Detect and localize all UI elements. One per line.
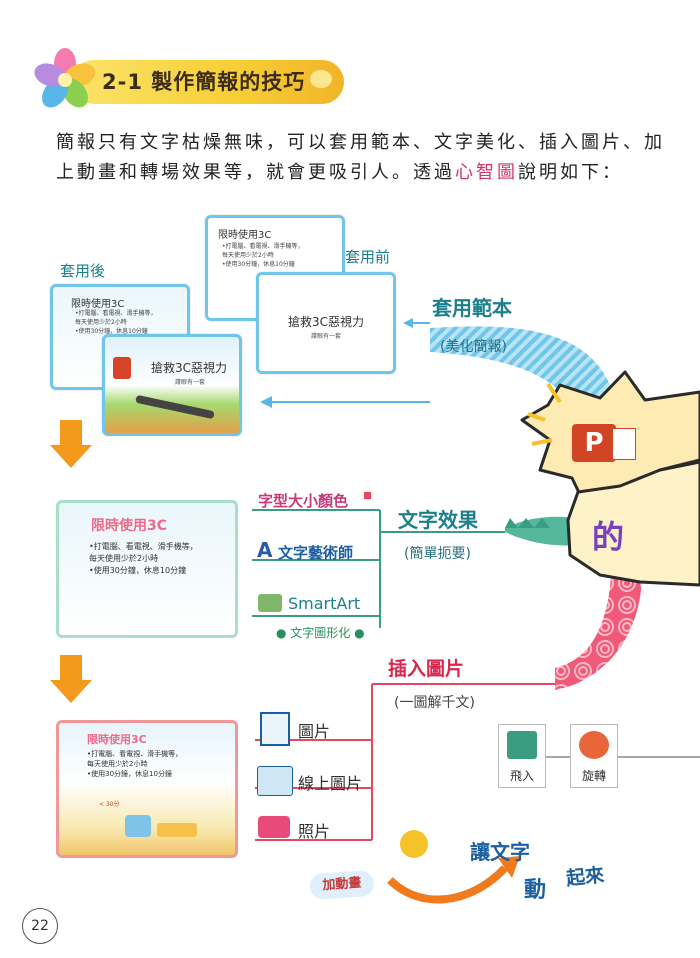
- smartart-icon: [258, 594, 282, 612]
- after-label: 套用後: [60, 262, 106, 280]
- picture-branch-title: 插入圖片: [388, 658, 465, 680]
- center-character: 的: [592, 518, 625, 556]
- picture-branch-note: (一圖解千文): [394, 695, 475, 711]
- slide-picture: 限時使用3C •打電腦、看電視、滑手機等， 每天使用少於2小時 •使用30分鐘，…: [56, 720, 238, 858]
- clock-label: < 30分: [99, 801, 120, 808]
- picture-icon: [260, 712, 290, 746]
- intro-line-2: 上動畫和轉場效果等，就會更吸引人。透過心智圖說明如下：: [56, 162, 623, 183]
- sofa-illustration: [157, 823, 197, 837]
- online-picture-item: 線上圖片: [298, 774, 363, 793]
- picture-item: 圖片: [298, 722, 331, 741]
- template-branch-title: 套用範本: [432, 296, 512, 320]
- slogan-part-2: 動: [524, 878, 547, 903]
- template-branch-note: (美化簡報): [440, 339, 507, 355]
- road-shape: [135, 394, 215, 420]
- text-effect-branch-note: (簡單扼要): [404, 546, 471, 562]
- powerpoint-page-icon: [612, 428, 636, 460]
- photo-item: 照片: [298, 822, 331, 841]
- camera-icon: [258, 816, 290, 838]
- school-icon: [113, 357, 131, 379]
- slogan-part-1: 讓文字: [470, 840, 530, 864]
- mind-map-highlight: 心智圖: [455, 162, 518, 183]
- online-picture-icon: [257, 766, 293, 796]
- intro-line-1: 簡報只有文字枯燥無味，可以套用範本、文字美化、插入圖片、加: [56, 132, 665, 153]
- slogan-part-3: 起來: [565, 864, 606, 890]
- word-art-option: 文字藝術師: [278, 544, 354, 562]
- slide-after-cover: 搶救3C惡視力 護眼有一套: [102, 334, 242, 436]
- slide-before-cover: 搶救3C惡視力 護眼有一套: [256, 272, 396, 374]
- light-bulb-icon: [400, 830, 428, 858]
- add-animation-label: 加動畫: [309, 869, 375, 901]
- title-banner: [72, 60, 344, 104]
- spin-icon: [579, 731, 609, 759]
- before-label: 套用前: [345, 248, 391, 266]
- fly-in-icon: [507, 731, 537, 759]
- flower-icon: [34, 48, 96, 108]
- font-size-color-option: 字型大小顏色: [258, 492, 349, 510]
- word-art-icon: A: [257, 538, 273, 562]
- color-square-icon: [364, 492, 371, 499]
- banner-bubble: [310, 70, 332, 88]
- slide-text-effect: 限時使用3C •打電腦、看電視、滑手機等， 每天使用少於2小時 •使用30分鐘，…: [56, 500, 238, 638]
- page-title: 2-1 製作簡報的技巧: [102, 70, 306, 94]
- smartart-option: SmartArt: [288, 594, 361, 613]
- spin-tile: 旋轉: [570, 724, 618, 788]
- child-illustration: [125, 815, 151, 837]
- smartart-note: ● 文字圖形化 ●: [276, 626, 365, 640]
- page-number: 22: [22, 908, 58, 944]
- text-effect-branch-title: 文字效果: [398, 508, 478, 532]
- powerpoint-icon: P: [572, 424, 616, 462]
- fly-in-tile: 飛入: [498, 724, 546, 788]
